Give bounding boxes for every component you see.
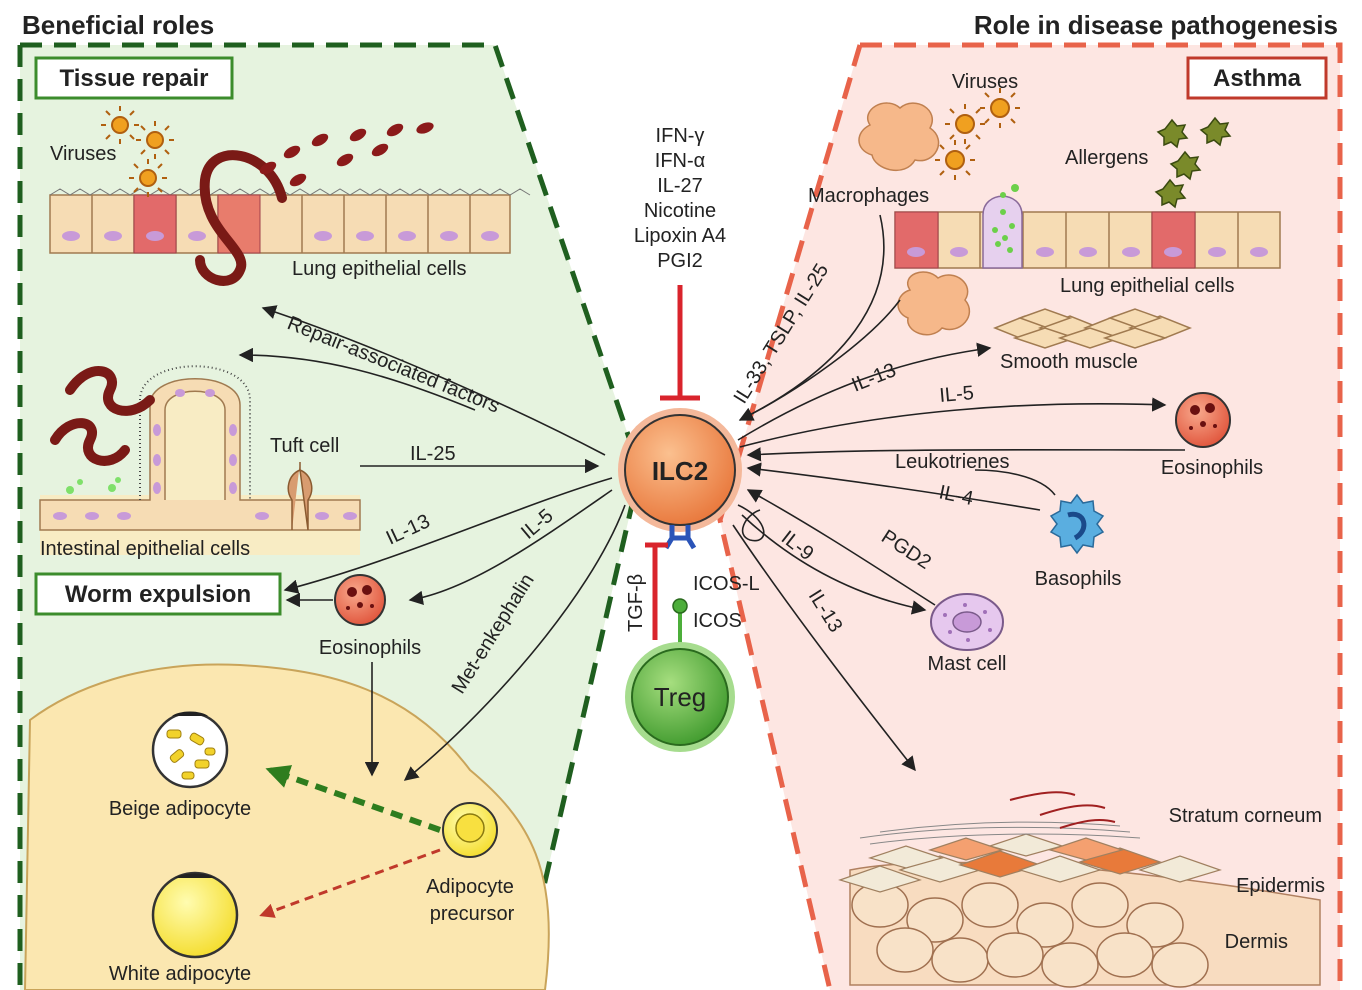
- asthma-label: Asthma: [1213, 65, 1302, 92]
- leukotrienes-label: Leukotrienes: [895, 451, 1010, 473]
- macrophage-icon-2: [897, 271, 971, 336]
- left-eosinophils-label: Eosinophils: [319, 637, 421, 659]
- asthma-box: [1186, 56, 1328, 100]
- tissue-repair-box: [34, 56, 234, 100]
- left-il25-label: IL-25: [410, 443, 456, 465]
- inhibitor-0: IFN-γ: [656, 125, 705, 147]
- smooth-muscle-icon: [992, 308, 1193, 349]
- right-arrows: [732, 214, 1186, 772]
- left-arrows: [238, 305, 626, 781]
- smooth-muscle-label: Smooth muscle: [1000, 351, 1138, 373]
- white-adipocyte-icon: [151, 871, 239, 959]
- epidermis-label: Epidermis: [1236, 875, 1325, 897]
- red-blood-cells: [259, 122, 434, 187]
- allergens-label: Allergens: [1065, 147, 1148, 169]
- treg-cell: [625, 642, 735, 752]
- adipocyte-precursor-icon: [442, 802, 498, 858]
- adipocyte-precursor-label-2: precursor: [430, 903, 515, 925]
- icosl-label: ICOS-L: [693, 573, 760, 595]
- macrophage-icon-1: [858, 102, 940, 172]
- right-virus-icons: [935, 88, 1020, 180]
- left-lung-epithelium: [49, 188, 531, 254]
- basophils-label: Basophils: [1035, 568, 1122, 590]
- tissue-repair-label: Tissue repair: [60, 65, 209, 92]
- treg-label: Treg: [654, 682, 707, 712]
- lung-worm: [195, 150, 287, 286]
- macrophages-label: Macrophages: [808, 185, 929, 207]
- inhibitor-1: IFN-α: [655, 150, 705, 172]
- right-panel-bg: [720, 45, 1340, 990]
- inhibitor-5: PGI2: [657, 250, 703, 272]
- left-header: Beneficial roles: [22, 10, 214, 40]
- right-panel-border: [717, 42, 1343, 990]
- skin-layers-icon: [838, 791, 1321, 988]
- stratum-corneum-label: Stratum corneum: [1169, 805, 1322, 827]
- ilc2-label: ILC2: [652, 456, 708, 486]
- left-panel-border: [17, 42, 643, 990]
- white-adipocyte-label: White adipocyte: [109, 963, 251, 985]
- tgfb-label: TGF-β: [625, 574, 647, 632]
- dermis-label: Dermis: [1225, 931, 1288, 953]
- right-lung-epithelium: [894, 184, 1281, 269]
- inhibitor-3: Nicotine: [644, 200, 716, 222]
- mast-cell-icon: [930, 593, 1004, 651]
- mast-cell-label: Mast cell: [928, 653, 1007, 675]
- right-header: Role in disease pathogenesis: [974, 10, 1338, 40]
- intestinal-epithelial-label: Intestinal epithelial cells: [40, 538, 250, 560]
- allergen-icons: [1154, 116, 1232, 209]
- beige-adipocyte-icon: [151, 711, 229, 789]
- adipocyte-precursor-label-1: Adipocyte: [426, 876, 514, 898]
- right-lung-epithelial-label: Lung epithelial cells: [1060, 275, 1235, 297]
- icos-label: ICOS: [693, 610, 742, 632]
- ilc2-cell: [618, 408, 742, 532]
- precursor-to-beige-arrow: [265, 765, 441, 833]
- intestine-worm-2: [50, 418, 130, 466]
- intestine-worm-1: [65, 366, 155, 416]
- basophil-icon: [1049, 493, 1105, 555]
- inhibition-bar-top: [660, 285, 700, 401]
- right-eosinophil-icon: [1175, 392, 1231, 448]
- left-lung-epithelial-label: Lung epithelial cells: [292, 258, 467, 280]
- left-virus-icons: [101, 106, 174, 197]
- tgf-beta-inhibition-bar: [645, 542, 668, 640]
- inhibitor-2: IL-27: [657, 175, 703, 197]
- worm-expulsion-label: Worm expulsion: [65, 581, 251, 608]
- precursor-to-white-arrow: [259, 848, 441, 918]
- tuft-cell-icon: [287, 462, 313, 531]
- worm-expulsion-box: [34, 572, 282, 616]
- inhibitor-4: Lipoxin A4: [634, 225, 726, 247]
- beige-adipocyte-label: Beige adipocyte: [109, 798, 251, 820]
- right-eosinophils-label: Eosinophils: [1161, 457, 1263, 479]
- left-eosinophil-icon: [334, 574, 386, 626]
- left-viruses-label: Viruses: [50, 143, 116, 165]
- right-il5-label: IL-5: [939, 382, 975, 407]
- tuft-cell-label: Tuft cell: [270, 435, 339, 457]
- right-viruses-label: Viruses: [952, 71, 1018, 93]
